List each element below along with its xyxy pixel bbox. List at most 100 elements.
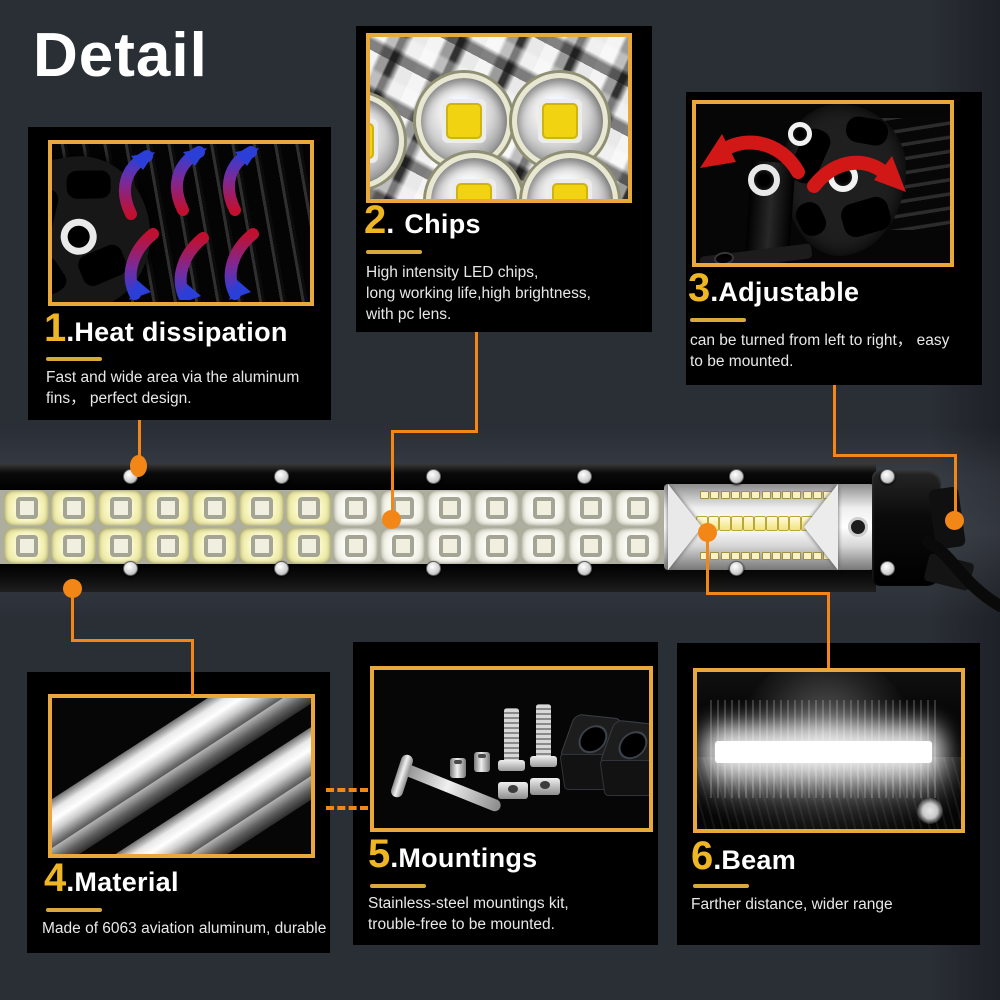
section-title: Adjustable [718, 277, 860, 307]
body-line: long working life,high brightness, [366, 285, 591, 302]
page-title: Detail [33, 21, 208, 90]
body-line: Fast and wide area via the aluminum [46, 369, 300, 386]
led-cell [568, 490, 613, 526]
section-chips-panel: 2.Chips High intensity LED chips, long w… [356, 26, 652, 332]
connector-chips [391, 430, 394, 514]
lightbar-led-strip [0, 488, 664, 568]
led-chip [156, 497, 179, 519]
section-title: Chips [404, 209, 481, 239]
side-led [742, 516, 755, 531]
section-body: Stainless-steel mountings kit, trouble-f… [368, 893, 569, 935]
led-chip [438, 535, 461, 557]
beam-photo [693, 668, 965, 833]
side-led [766, 516, 778, 531]
side-led [771, 552, 781, 560]
connector-mountings [326, 788, 368, 792]
connector-adjustable [833, 454, 957, 457]
led-chip [203, 497, 226, 519]
side-led [782, 552, 791, 560]
led-chip [62, 535, 85, 557]
section-underline [46, 908, 102, 912]
screw-icon [577, 561, 593, 576]
screw-icon [425, 561, 441, 576]
screw [450, 758, 466, 778]
led-cell [145, 490, 190, 526]
chip-pad [548, 179, 592, 199]
body-line: Farther distance, wider range [691, 896, 893, 913]
led-lens [416, 73, 512, 169]
material-photo [48, 694, 315, 858]
flange-nut [498, 782, 528, 799]
section-dot: . [710, 276, 719, 308]
connector-dot [130, 455, 147, 477]
section-number: 3 [688, 266, 711, 310]
section-number: 2 [364, 198, 387, 242]
body-line: to be mounted. [690, 353, 794, 370]
illuminated-ground [697, 756, 961, 829]
led-cell [98, 490, 143, 526]
section-dot: . [713, 844, 722, 876]
connector-beam [827, 592, 830, 668]
section-body: Made of 6063 aviation aluminum, durable [42, 918, 326, 939]
chip-pad [442, 99, 486, 143]
body-line: can be turned from left to right， easy [690, 332, 950, 349]
reflector-wedge-icon [668, 484, 702, 570]
led-cell [286, 528, 331, 564]
section-underline [690, 318, 746, 322]
screw-icon [274, 561, 290, 576]
rotation-arrows [700, 134, 906, 193]
section-heading: 2.Chips [364, 200, 481, 240]
connector-chips [475, 332, 478, 432]
connector-adjustable [954, 454, 957, 514]
section-body: High intensity LED chips, long working l… [366, 262, 591, 325]
led-cell [145, 528, 190, 564]
section-title: Heat dissipation [74, 317, 288, 347]
rotate-right-arrow-icon [807, 155, 906, 193]
airflow-arrow-icon [170, 146, 207, 216]
section-heading: 3.Adjustable [688, 268, 859, 308]
connector-adjustable [833, 385, 836, 457]
heat-dissipation-photo [48, 140, 314, 306]
led-chip [15, 535, 38, 557]
section-adjustable-panel: 3.Adjustable can be turned from left to … [686, 92, 982, 385]
led-cell [4, 528, 49, 564]
power-wire [922, 536, 1000, 612]
led-chip [579, 535, 602, 557]
side-led [761, 552, 771, 560]
led-cell [427, 490, 472, 526]
led-cell [474, 490, 519, 526]
led-die [542, 103, 578, 139]
section-dot: . [66, 316, 75, 348]
screw-icon [123, 561, 138, 576]
mountings-photo [370, 666, 653, 832]
bolt-flange [498, 760, 525, 771]
section-body: Fast and wide area via the aluminum fins… [46, 367, 299, 409]
rotate-left-arrow-icon [700, 134, 805, 179]
side-led [761, 491, 771, 499]
side-led [731, 516, 743, 531]
body-line: with pc lens. [366, 306, 452, 323]
side-led [730, 491, 740, 499]
section-underline [366, 250, 422, 254]
led-chip [250, 497, 273, 519]
led-cell [98, 528, 143, 564]
connector-heat [138, 420, 141, 460]
section-title: Material [74, 867, 179, 897]
led-chip [485, 535, 508, 557]
led-cell [51, 490, 96, 526]
airflow-arrow-icon [224, 228, 259, 300]
led-chip [579, 497, 602, 519]
led-chip [109, 497, 132, 519]
screw-icon [728, 469, 744, 484]
screw-icon [425, 469, 441, 484]
side-led [710, 491, 720, 499]
chip-pad [452, 179, 496, 199]
side-led [741, 552, 750, 560]
screw-icon [274, 469, 290, 484]
led-chip [297, 497, 320, 519]
led-cell [568, 528, 613, 564]
led-die [552, 183, 588, 199]
led-cell [239, 490, 284, 526]
side-led [789, 516, 802, 531]
